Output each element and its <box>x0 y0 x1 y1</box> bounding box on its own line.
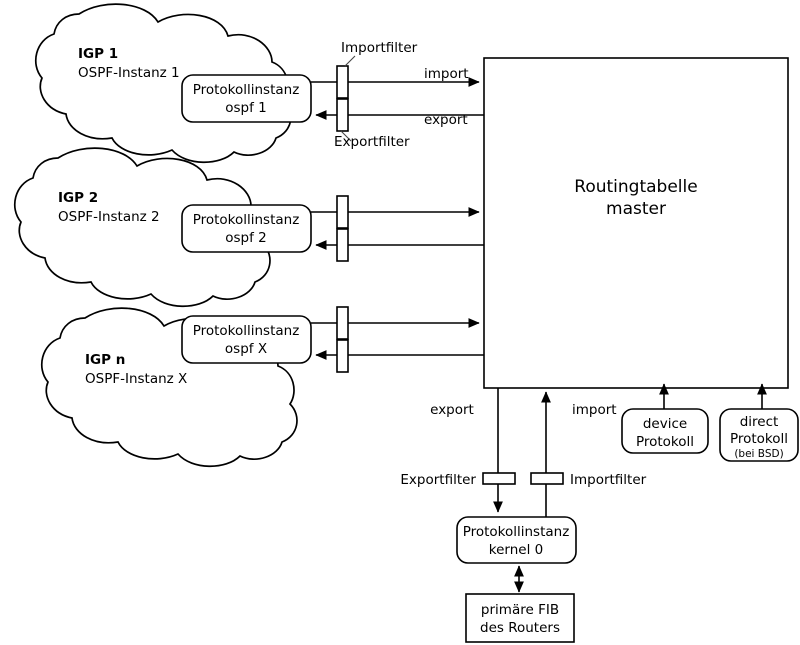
export-filter-ospf2[interactable] <box>336 228 349 262</box>
import-filter-label-top: Importfilter <box>341 40 418 56</box>
export-filter-label-bottom: Exportfilter <box>400 472 476 488</box>
cloud-title-igp2: IGP 2 <box>58 190 98 206</box>
import-label-bottom: import <box>572 402 617 418</box>
routing-table-title-line1: Routingtabelle <box>574 177 697 197</box>
import-label-top: import <box>424 66 469 82</box>
direct-protocol-line1: direct <box>740 414 779 430</box>
protocol-instance-ospfx[interactable]: Protokollinstanz ospf X <box>181 315 312 364</box>
routing-table-master[interactable]: Routingtabelle master <box>483 57 789 389</box>
protocol-instance-ospfx-box <box>181 315 312 364</box>
protocol-instance-ospf1[interactable]: Protokollinstanz ospf 1 <box>181 74 312 123</box>
protocol-instance-ospf1-line2: ospf 1 <box>225 100 267 116</box>
protocol-instance-kernel0-line1: Protokollinstanz <box>463 524 570 540</box>
cloud-subtitle-igp2: OSPF-Instanz 2 <box>58 209 160 225</box>
cloud-subtitle-igp1: OSPF-Instanz 1 <box>78 65 180 81</box>
protocol-instance-ospfx-line2: ospf X <box>225 341 267 357</box>
import-filter-ospf1[interactable] <box>336 65 349 99</box>
export-label-bottom: export <box>430 402 474 418</box>
cloud-igp2: IGP 2 OSPF-Instanz 2 <box>13 147 271 308</box>
protocol-instance-kernel0-line2: kernel 0 <box>489 542 543 558</box>
protocol-instance-kernel0[interactable]: Protokollinstanz kernel 0 <box>456 516 577 564</box>
device-protocol-line2: Protokoll <box>636 434 694 450</box>
routing-table-box <box>483 57 789 389</box>
export-filter-ospf1[interactable] <box>336 98 349 132</box>
cloud-subtitle-igpn: OSPF-Instanz X <box>85 371 187 387</box>
cloud-title-igp1: IGP 1 <box>78 46 118 62</box>
cloud-shape-igp2 <box>13 147 271 308</box>
import-filter-kernel[interactable] <box>530 472 564 485</box>
export-filter-ospfx[interactable] <box>336 339 349 373</box>
primary-fib-box <box>465 593 575 643</box>
protocol-instance-ospfx-line1: Protokollinstanz <box>193 323 300 339</box>
protocol-instance-ospf2-line1: Protokollinstanz <box>193 212 300 228</box>
direct-protocol-line3: (bei BSD) <box>734 448 783 460</box>
protocol-instance-kernel0-box <box>456 516 577 564</box>
primary-fib-line1: primäre FIB <box>481 602 559 618</box>
export-filter-ospf1-leader <box>340 130 352 142</box>
protocol-instance-ospf2-line2: ospf 2 <box>225 230 267 246</box>
routing-table-title-line2: master <box>606 199 666 219</box>
cloud-title-igpn: IGP n <box>85 352 125 368</box>
direct-protocol-line2: Protokoll <box>730 431 788 447</box>
import-filter-ospf2[interactable] <box>336 195 349 229</box>
protocol-instance-ospf2-box <box>181 204 312 253</box>
direct-protocol[interactable]: direct Protokoll (bei BSD) <box>719 408 799 462</box>
import-filter-ospf1-leader <box>344 55 356 67</box>
device-protocol[interactable]: device Protokoll <box>621 408 709 454</box>
export-filter-label-top: Exportfilter <box>334 134 410 150</box>
direct-protocol-box <box>719 408 799 462</box>
device-protocol-box <box>621 408 709 454</box>
import-filter-ospfx[interactable] <box>336 306 349 340</box>
protocol-instance-ospf1-line1: Protokollinstanz <box>193 82 300 98</box>
export-filter-kernel[interactable] <box>482 472 516 485</box>
export-label-top: export <box>424 112 468 128</box>
primary-fib-line2: des Routers <box>480 620 560 636</box>
import-filter-label-bottom: Importfilter <box>570 472 647 488</box>
primary-fib[interactable]: primäre FIB des Routers <box>465 593 575 643</box>
device-protocol-line1: device <box>643 416 687 432</box>
protocol-instance-ospf1-box <box>181 74 312 123</box>
protocol-instance-ospf2[interactable]: Protokollinstanz ospf 2 <box>181 204 312 253</box>
